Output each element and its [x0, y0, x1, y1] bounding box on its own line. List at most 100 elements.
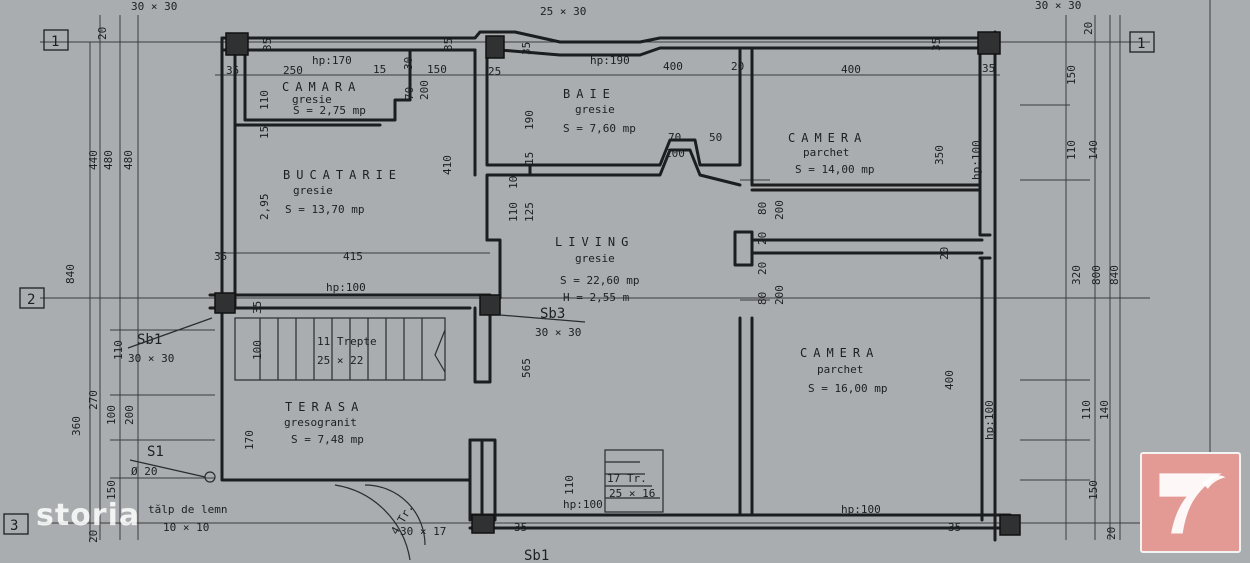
svg-text:100: 100 — [105, 405, 118, 425]
column-sb-top-right — [977, 31, 1001, 55]
svg-text:480: 480 — [102, 150, 115, 170]
room-baie-area: S = 7,60 mp — [563, 122, 636, 135]
svg-text:35: 35 — [982, 62, 995, 75]
walls — [208, 30, 1012, 542]
room-camera2-area: S = 16,00 mp — [808, 382, 887, 395]
svg-text:35: 35 — [514, 521, 527, 534]
svg-text:150: 150 — [427, 63, 447, 76]
axis-label: 3 — [10, 518, 18, 534]
room-living-height: H = 2,55 m — [563, 291, 630, 304]
room-terasa-floor: gresogranit — [284, 416, 357, 429]
svg-text:hp:170: hp:170 — [312, 54, 352, 67]
room-living-area: S = 22,60 mp — [560, 274, 639, 287]
door-swing — [334, 484, 411, 561]
column-sb1 — [214, 292, 236, 314]
svg-text:80: 80 — [756, 202, 769, 215]
svg-text:35: 35 — [520, 42, 533, 55]
svg-text:110: 110 — [112, 340, 125, 360]
svg-text:400: 400 — [841, 63, 861, 76]
axis-label: 2 — [27, 292, 35, 308]
svg-text:400: 400 — [663, 60, 683, 73]
svg-text:270: 270 — [87, 390, 100, 410]
svg-text:200: 200 — [418, 80, 431, 100]
room-camera2-name: CAMERA — [800, 346, 879, 360]
svg-text:hp:100: hp:100 — [326, 281, 366, 294]
main-staircase — [234, 317, 446, 381]
svg-text:hp:100: hp:100 — [970, 140, 983, 180]
svg-text:20: 20 — [938, 247, 951, 260]
svg-text:350: 350 — [933, 145, 946, 165]
svg-text:250: 250 — [283, 64, 303, 77]
svg-text:20: 20 — [87, 530, 100, 543]
svg-text:565: 565 — [520, 358, 533, 378]
svg-text:80: 80 — [756, 292, 769, 305]
svg-text:30 × 30: 30 × 30 — [131, 0, 177, 13]
svg-text:30 × 30: 30 × 30 — [1035, 0, 1081, 12]
room-living-floor: gresie — [575, 252, 615, 265]
svg-text:20: 20 — [1105, 527, 1118, 540]
svg-text:15: 15 — [373, 63, 386, 76]
svg-text:410: 410 — [441, 155, 454, 175]
svg-text:110: 110 — [1080, 400, 1093, 420]
room-bucatarie-area: S = 13,70 mp — [285, 203, 364, 216]
axis-markers: 1 1 2 3 — [3, 29, 1155, 535]
axis-label: 1 — [1137, 36, 1145, 52]
svg-text:Sb1: Sb1 — [524, 548, 549, 563]
small-stair-size: 25 × 16 — [609, 487, 655, 500]
svg-text:415: 415 — [343, 250, 363, 263]
svg-text:150: 150 — [1065, 65, 1078, 85]
svg-text:hp:100: hp:100 — [563, 498, 603, 511]
svg-text:10: 10 — [507, 176, 520, 189]
door-swing — [364, 484, 426, 546]
column-bottom-middle — [471, 514, 495, 534]
svg-text:hp:100: hp:100 — [983, 400, 996, 440]
svg-text:20: 20 — [756, 262, 769, 275]
stair-steps-label: 11 Trepte — [317, 335, 377, 348]
room-terasa-area: S = 7,48 mp — [291, 433, 364, 446]
stair-size-label: 25 × 22 — [317, 354, 363, 367]
svg-text:35: 35 — [930, 38, 943, 51]
axis-label: 1 — [51, 34, 59, 50]
svg-text:150: 150 — [105, 480, 118, 500]
svg-text:30 × 30: 30 × 30 — [128, 352, 174, 365]
storia-logo-icon — [1140, 452, 1241, 553]
small-staircase — [604, 449, 664, 513]
room-camara-area: S = 2,75 mp — [293, 104, 366, 117]
svg-text:20: 20 — [96, 27, 109, 40]
svg-text:400: 400 — [943, 370, 956, 390]
svg-text:15: 15 — [523, 152, 536, 165]
svg-text:Sb3: Sb3 — [540, 306, 565, 322]
column-sb-top-middle — [485, 35, 505, 59]
svg-text:800: 800 — [1090, 265, 1103, 285]
svg-text:110: 110 — [258, 90, 271, 110]
svg-text:20: 20 — [756, 232, 769, 245]
watermark-logo-text: storia — [36, 498, 141, 533]
svg-text:70: 70 — [668, 131, 681, 144]
small-stair-steps: 17 Tr. — [607, 472, 647, 485]
svg-text:150: 150 — [1087, 480, 1100, 500]
svg-text:200: 200 — [773, 285, 786, 305]
column-s1 — [204, 471, 216, 483]
svg-text:35: 35 — [261, 38, 274, 51]
column-sb-top-left — [225, 32, 249, 56]
column-labels: Sb1 30 × 30 Sb3 30 × 30 Sb1 S1 Ø 20 30 ×… — [127, 0, 1081, 563]
room-terasa-name: TERASA — [285, 400, 364, 414]
svg-text:S1: S1 — [147, 444, 164, 460]
svg-text:50: 50 — [709, 131, 722, 144]
svg-text:hp:190: hp:190 — [590, 54, 630, 67]
note-talp: tălp de lemn — [148, 503, 227, 516]
svg-text:hp:100: hp:100 — [841, 503, 881, 516]
svg-text:440: 440 — [87, 150, 100, 170]
svg-text:840: 840 — [1108, 265, 1121, 285]
svg-text:Ø 20: Ø 20 — [131, 465, 158, 478]
room-camera1-name: CAMERA — [788, 131, 867, 145]
svg-text:140: 140 — [1087, 140, 1100, 160]
room-camera2-floor: parchet — [817, 363, 863, 376]
svg-text:20: 20 — [731, 60, 744, 73]
svg-text:100: 100 — [251, 340, 264, 360]
svg-text:25 × 30: 25 × 30 — [540, 5, 586, 18]
room-baie-name: BAIE — [563, 87, 616, 101]
svg-text:140: 140 — [1098, 400, 1111, 420]
svg-text:125: 125 — [523, 202, 536, 222]
